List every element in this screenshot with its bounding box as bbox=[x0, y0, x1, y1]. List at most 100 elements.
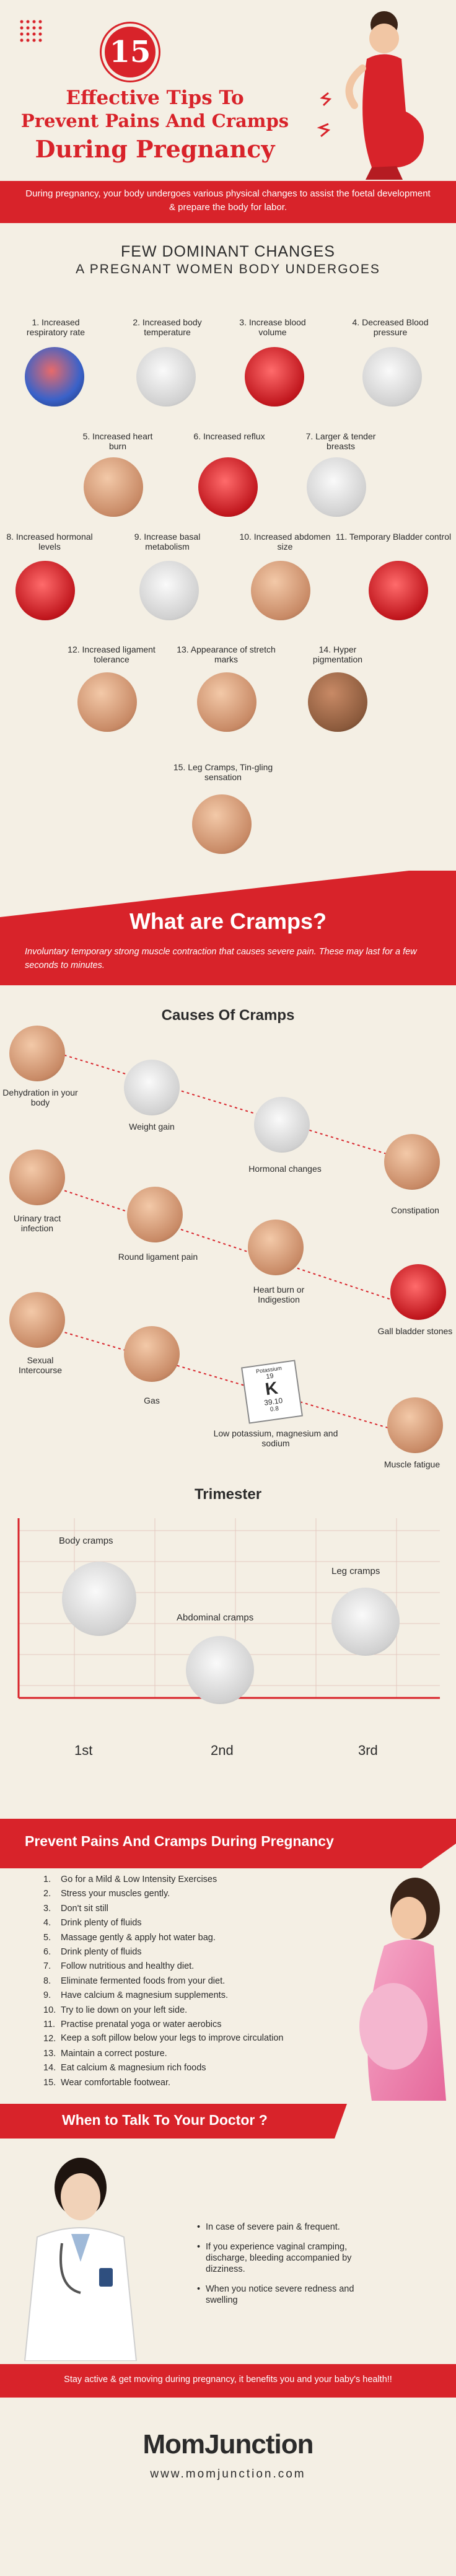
doctor-illustration bbox=[24, 2158, 138, 2361]
tip-item: 10.Try to lie down on your left side. bbox=[43, 2005, 188, 2015]
blood-pressure-image bbox=[362, 347, 422, 407]
leg-cramps-image bbox=[192, 794, 252, 854]
abdomen-image bbox=[251, 561, 310, 620]
change-label-8: 8. Increased hormonal levels bbox=[6, 532, 93, 552]
bladder-image bbox=[369, 561, 428, 620]
round-ligament-image bbox=[127, 1187, 183, 1242]
title-line3: During Pregnancy bbox=[35, 135, 275, 163]
tip-item: 11.Practise prenatal yoga or water aerob… bbox=[43, 2020, 222, 2030]
doctor-heading: When to Talk To Your Doctor ? bbox=[62, 2112, 268, 2128]
cause-label-intercourse: Sexual Intercourse bbox=[18, 1355, 63, 1375]
tip-item: 7.Follow nutritious and healthy diet. bbox=[43, 1961, 195, 1972]
tip-item: 6.Drink plenty of fluids bbox=[43, 1947, 142, 1958]
prevent-heading: Prevent Pains And Cramps During Pregnanc… bbox=[25, 1833, 334, 1849]
body-cramps-image bbox=[62, 1562, 136, 1636]
hormones-image bbox=[15, 561, 75, 620]
title-line1: Effective Tips To bbox=[66, 87, 244, 109]
tip-item: 5.Massage gently & apply hot water bag. bbox=[43, 1932, 216, 1943]
trimester-axis-3rd: 3rd bbox=[358, 1743, 378, 1758]
hormonal-chart-image bbox=[254, 1097, 310, 1153]
trimester-label-leg: Leg cramps bbox=[331, 1566, 380, 1576]
pregnant-woman-photo bbox=[359, 1878, 446, 2101]
tip-item: 15.Wear comfortable footwear. bbox=[43, 2077, 171, 2088]
muscle-fatigue-image bbox=[387, 1397, 443, 1453]
change-label-7: 7. Larger & tender breasts bbox=[305, 431, 376, 451]
header-section: 15 Effective Tips To Prevent Pains And C… bbox=[0, 0, 456, 180]
potassium-card: Potassium 19 K 39.10 0.8 bbox=[241, 1360, 303, 1424]
change-label-15: 15. Leg Cramps, Tin-gling sensation bbox=[173, 762, 273, 782]
heartburn-cause-image bbox=[248, 1220, 304, 1275]
trimester-axis-1st: 1st bbox=[74, 1743, 93, 1758]
constipation-image bbox=[384, 1134, 440, 1190]
change-label-3: 3. Increase blood volume bbox=[239, 317, 306, 337]
body-heat-image bbox=[136, 347, 196, 407]
uti-image bbox=[9, 1150, 65, 1205]
cause-label-gallbladder: Gall bladder stones bbox=[377, 1326, 453, 1336]
doctor-item: When you notice severe redness and swell… bbox=[197, 2284, 383, 2306]
cause-label-gas: Gas bbox=[144, 1396, 160, 1405]
leg-cramps-trimester-image bbox=[331, 1588, 400, 1656]
doctor-list: In case of severe pain & frequent. If yo… bbox=[197, 2222, 383, 2314]
trimester-heading: Trimester bbox=[194, 1486, 262, 1503]
doctor-item: If you experience vaginal cramping, disc… bbox=[197, 2241, 383, 2275]
change-label-5: 5. Increased heart burn bbox=[82, 431, 153, 451]
cause-label-heartburn: Heart burn or Indigestion bbox=[253, 1285, 305, 1304]
tip-item: 12.Keep a soft pillow below your legs to… bbox=[43, 2033, 284, 2044]
trimester-axis-2nd: 2nd bbox=[211, 1743, 234, 1758]
tip-item: 3.Don't sit still bbox=[43, 1903, 108, 1914]
tip-item: 1.Go for a Mild & Low Intensity Exercise… bbox=[43, 1875, 217, 1884]
cramps-title: What are Cramps? bbox=[129, 908, 327, 934]
change-label-13: 13. Appearance of stretch marks bbox=[177, 644, 276, 664]
tip-item: 13.Maintain a correct posture. bbox=[43, 2048, 167, 2059]
doctor-banner-shape bbox=[0, 2104, 347, 2139]
cause-label-low-potassium: Low potassium, magnesium and sodium bbox=[213, 1428, 338, 1448]
change-label-6: 6. Increased reflux bbox=[193, 431, 265, 441]
change-label-1: 1. Increased respiratory rate bbox=[26, 317, 86, 337]
tips-count-badge: 15 bbox=[102, 24, 159, 81]
intercourse-image bbox=[9, 1292, 65, 1348]
change-label-10: 10. Increased abdomen size bbox=[239, 532, 331, 552]
heartburn-image bbox=[84, 457, 143, 517]
lungs-image bbox=[25, 347, 84, 407]
changes-heading-line1: FEW DOMINANT CHANGES bbox=[121, 243, 335, 260]
stomach-image bbox=[198, 457, 258, 517]
cramps-definition: Involuntary temporary strong muscle cont… bbox=[25, 947, 417, 970]
abdominal-cramps-image bbox=[186, 1636, 254, 1704]
intro-banner: During pregnancy, your body undergoes va… bbox=[0, 181, 456, 223]
brand-url: www.momjunction.com bbox=[150, 2468, 306, 2481]
tip-item: 9.Have calcium & magnesium supplements. bbox=[43, 1990, 228, 2001]
change-label-4: 4. Decreased Blood pressure bbox=[352, 317, 429, 337]
doctor-item: In case of severe pain & frequent. bbox=[197, 2222, 383, 2233]
trimester-label-abdominal: Abdominal cramps bbox=[177, 1612, 254, 1623]
cause-label-dehydration: Dehydration in your body bbox=[2, 1088, 78, 1107]
brand-logo: MomJunction bbox=[142, 2429, 314, 2460]
breasts-image bbox=[307, 457, 366, 517]
gallbladder-image bbox=[390, 1264, 446, 1320]
decor-dots bbox=[19, 19, 43, 43]
tip-item: 14.Eat calcium & magnesium rich foods bbox=[43, 2063, 206, 2073]
change-label-2: 2. Increased body temperature bbox=[133, 317, 202, 337]
cause-label-round-ligament: Round ligament pain bbox=[118, 1252, 198, 1262]
scale-image bbox=[139, 561, 199, 620]
trimester-label-body: Body cramps bbox=[59, 1536, 113, 1546]
dehydration-image bbox=[9, 1026, 65, 1081]
pigmentation-image bbox=[308, 672, 367, 732]
causes-connectors bbox=[43, 1053, 422, 1438]
title-line2: Prevent Pains And Cramps bbox=[20, 110, 289, 131]
cause-label-hormonal: Hormonal changes bbox=[248, 1164, 322, 1174]
tip-item: 4.Drink plenty of fluids bbox=[43, 1918, 142, 1928]
prevent-banner-shape bbox=[0, 1819, 456, 1868]
cause-label-uti: Urinary tract infection bbox=[13, 1213, 61, 1233]
change-label-14: 14. Hyper pigmentation bbox=[312, 644, 363, 664]
cramps-banner-shape bbox=[0, 871, 456, 985]
gas-image bbox=[124, 1326, 180, 1382]
causes-heading: Causes Of Cramps bbox=[161, 1007, 295, 1024]
cause-label-constipation: Constipation bbox=[391, 1205, 439, 1215]
blood-cells-image bbox=[245, 347, 304, 407]
pregnant-woman-illustration bbox=[317, 11, 424, 180]
change-label-9: 9. Increase basal metabolism bbox=[134, 532, 201, 552]
weight-gain-image bbox=[124, 1060, 180, 1115]
prevent-tips-list: 1.Go for a Mild & Low Intensity Exercise… bbox=[43, 1873, 366, 2090]
cause-label-muscle-fatigue: Muscle fatigue bbox=[384, 1459, 441, 1469]
knee-ligament-image bbox=[77, 672, 137, 732]
